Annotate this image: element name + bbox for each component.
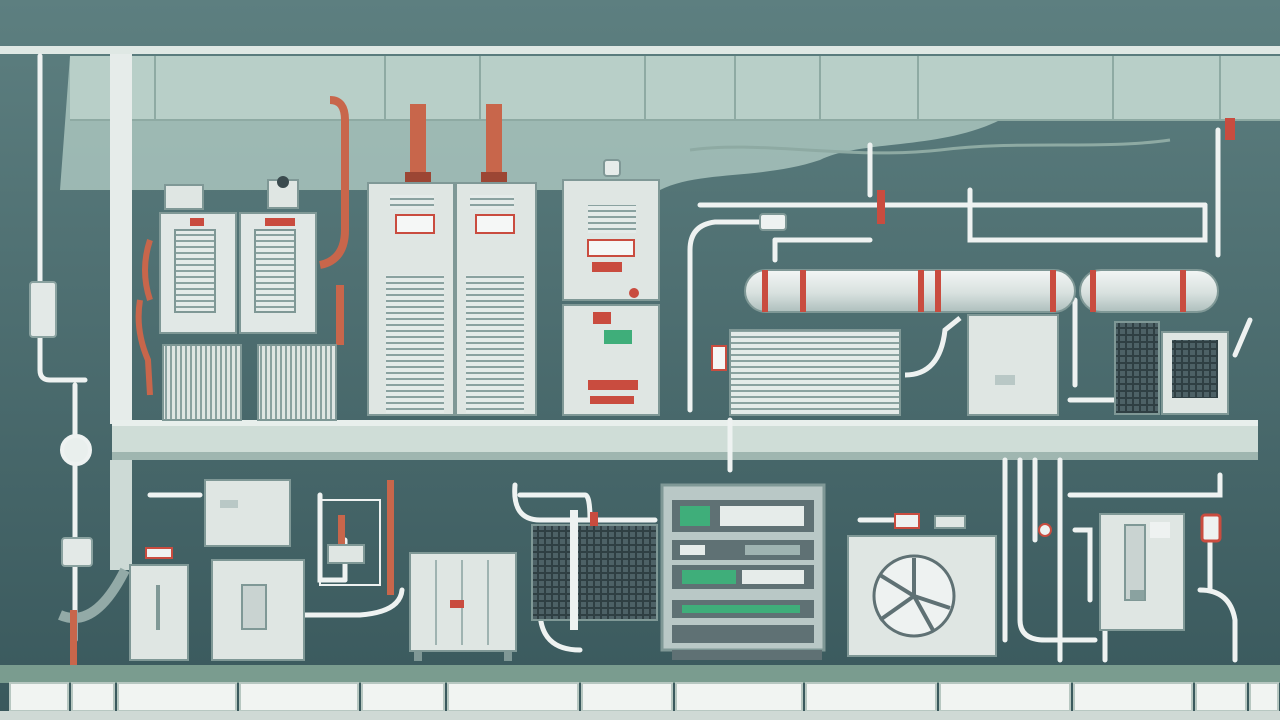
electrical-panel-icon	[129, 479, 381, 661]
wall-meter-box	[61, 537, 93, 567]
wall-control-panel-icon	[1038, 513, 1222, 631]
wall-switch-box	[29, 281, 57, 338]
upper-wall-panel	[60, 56, 1280, 190]
floor-edge	[0, 711, 1280, 720]
copper-riser	[387, 480, 394, 595]
pipe-union	[759, 213, 787, 231]
control-console-icon	[660, 483, 826, 660]
storage-cabinet-icon	[409, 552, 517, 661]
water-heater-icon	[367, 104, 537, 416]
pipe-network-icon	[687, 127, 1253, 413]
floor-tiles	[9, 682, 1279, 712]
heat-exchanger-icon	[531, 510, 658, 630]
pressure-tank-icon	[744, 269, 1219, 313]
left-drain-pipe	[58, 567, 130, 623]
boiler-unit-icon	[135, 96, 349, 421]
shelf-edge	[112, 420, 1258, 426]
shelf-shadow	[112, 452, 1258, 460]
floor-base	[0, 665, 1280, 683]
left-copper-riser	[70, 610, 77, 668]
copper-bend	[338, 515, 345, 545]
left-wall-pipes	[37, 53, 88, 643]
support-column	[110, 54, 132, 424]
control-cabinet-icon	[562, 159, 660, 416]
valve-red	[1225, 118, 1235, 140]
ceiling-beam	[0, 46, 1280, 54]
condensing-fan-unit-icon	[847, 513, 997, 657]
pressure-gauge-icon	[60, 434, 92, 466]
pipe-flange	[877, 190, 885, 224]
condensing-unit-icon	[711, 314, 1229, 416]
support-column-lower	[110, 460, 132, 570]
